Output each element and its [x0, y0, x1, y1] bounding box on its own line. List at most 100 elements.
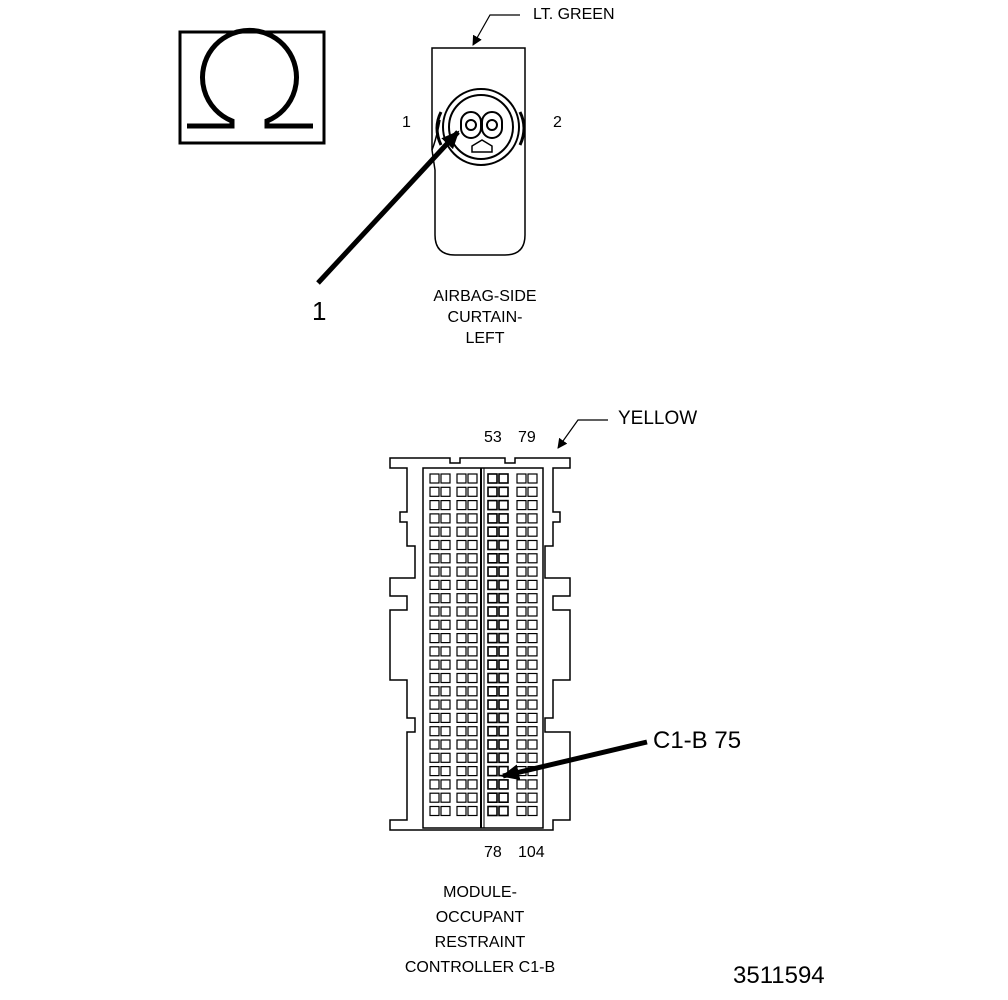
pin-cavity	[440, 539, 451, 551]
pin-cavity	[456, 566, 467, 577]
pin-cavity	[487, 579, 498, 591]
pin-cavity	[487, 725, 498, 737]
pin-cavity	[487, 473, 498, 484]
pin-cavity	[487, 513, 498, 524]
pin-cavity	[527, 473, 538, 484]
pin-cavity	[467, 672, 478, 684]
pin-cavity	[429, 553, 440, 564]
pin-cavity	[467, 659, 478, 670]
pin-cavity	[516, 606, 527, 617]
pin-cavity	[527, 779, 538, 790]
ohm-symbol-icon	[178, 27, 326, 145]
pin-cavity	[440, 579, 451, 591]
pin-cavity	[487, 592, 498, 604]
pin-cavity	[527, 553, 538, 564]
pin-cavity	[429, 593, 440, 604]
pin-cavity	[498, 526, 509, 538]
pin-cavity	[467, 553, 478, 564]
pin-cavity	[467, 606, 478, 617]
pin-cavity	[498, 659, 509, 671]
pin-cavity	[429, 765, 440, 777]
pin-cavity	[527, 606, 538, 617]
pin-cavity	[487, 712, 498, 724]
pin-cavity	[516, 739, 527, 750]
pin-cavity	[487, 752, 498, 764]
pin-cavity	[498, 739, 509, 750]
pin-cavity	[527, 526, 538, 537]
pin-cavity	[429, 606, 440, 617]
pin-cavity	[487, 792, 498, 804]
pin-cavity	[467, 486, 478, 497]
pin-cavity	[467, 686, 478, 697]
pin-cavity	[456, 779, 467, 790]
pin-cavity	[467, 699, 478, 710]
pin-cavity	[498, 632, 509, 644]
pin-cavity	[516, 526, 527, 537]
pin-cavity	[498, 672, 509, 684]
pin-cavity	[516, 686, 527, 697]
pin-cavity	[456, 579, 467, 591]
pin-cavity	[527, 593, 538, 604]
pin-cavity	[487, 659, 498, 671]
pin-cavity	[456, 686, 467, 697]
module-name-line-4: CONTROLLER C1-B	[404, 959, 556, 976]
pin-78-label: 78	[484, 844, 502, 861]
pin-cavity	[429, 792, 440, 803]
pin-cavity	[467, 579, 478, 591]
pin-cavity	[516, 566, 527, 577]
pin-cavity	[467, 752, 478, 763]
pin-cavity	[516, 659, 527, 670]
pin-cavity	[527, 672, 538, 684]
pin-cavity	[467, 473, 478, 484]
pin-cavity	[527, 566, 538, 577]
pin-cavity	[487, 566, 498, 577]
pin-cavity	[516, 593, 527, 604]
pin-cavity	[456, 699, 467, 710]
pin-cavity	[429, 699, 440, 710]
pin-cavity	[527, 513, 538, 524]
pin-cavity	[440, 513, 451, 524]
pin-cavity	[467, 739, 478, 750]
callout-c1b75-arrow	[501, 739, 648, 781]
lt-green-leader	[472, 14, 520, 46]
yellow-leader	[557, 419, 608, 449]
pin-cavity	[498, 513, 509, 524]
pin-cavity	[456, 726, 467, 737]
pin-cavity	[498, 592, 509, 604]
pin-cavity	[527, 712, 538, 724]
pin-cavity	[527, 659, 538, 670]
pin-cavity	[516, 579, 527, 591]
pin-cavity	[456, 646, 467, 657]
pin-cavity	[456, 739, 467, 750]
pin-cavity	[527, 792, 538, 803]
pin-cavity	[440, 659, 451, 670]
figure-number: 3511594	[733, 962, 825, 989]
pin-1-label: 1	[402, 114, 411, 131]
pin-cavity	[456, 805, 467, 817]
pin-cavity	[456, 672, 467, 684]
pin-cavity	[487, 619, 498, 631]
pin-cavity	[456, 632, 467, 644]
pin-cavity	[467, 805, 478, 817]
pin-cavity	[440, 593, 451, 604]
pin-cavity	[429, 513, 440, 524]
pin-cavity	[527, 805, 538, 817]
pin-cavity	[498, 619, 509, 631]
pin-cavity	[516, 712, 527, 724]
pin-cavity	[456, 765, 467, 777]
pin-cavity	[467, 779, 478, 790]
callout-1-label: 1	[312, 296, 327, 326]
pin-cavity	[527, 619, 538, 630]
pin-cavity	[467, 539, 478, 551]
pin-cavity	[487, 779, 498, 790]
pin-cavity	[516, 699, 527, 710]
pin-cavity	[498, 566, 509, 577]
pin-cavity	[498, 499, 509, 511]
pin-cavity	[429, 739, 440, 750]
pin-cavity	[440, 752, 451, 763]
pin-cavity	[487, 499, 498, 511]
pin-cavity	[429, 526, 440, 537]
pin-cavity	[429, 672, 440, 684]
pin-cavity	[467, 646, 478, 657]
